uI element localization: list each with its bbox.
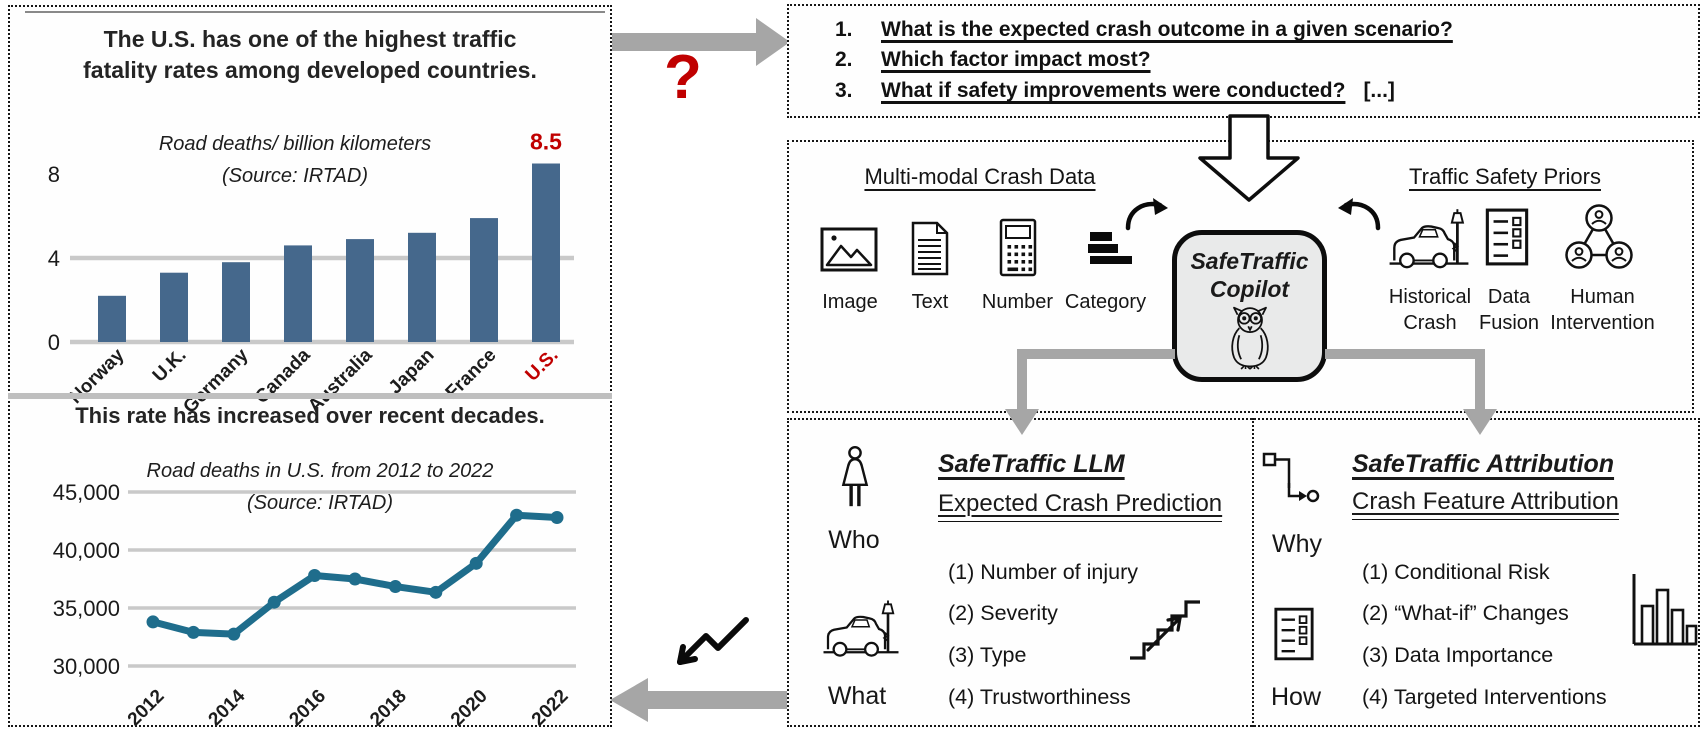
block-down-arrow-icon	[1198, 114, 1300, 202]
why-label: Why	[1272, 530, 1322, 558]
svg-text:0: 0	[48, 330, 60, 355]
svg-text:2022: 2022	[528, 686, 573, 731]
human-network-icon	[1565, 204, 1633, 269]
svg-text:2018: 2018	[366, 686, 411, 731]
question-number: 3.	[835, 79, 853, 102]
bar-chart-icon	[1632, 574, 1698, 646]
svg-text:U.K.: U.K.	[149, 345, 191, 387]
svg-text:U.S.: U.S.	[522, 345, 563, 386]
attribution-item: (3) Data Importance	[1362, 643, 1554, 667]
historical-crash-icon	[1388, 207, 1470, 269]
outputs-box	[787, 418, 1700, 727]
svg-text:40,000: 40,000	[53, 538, 120, 563]
question-mark: ?	[664, 43, 702, 112]
image-icon	[820, 227, 878, 272]
question-number: 1.	[835, 18, 853, 41]
attribution-subtitle: Crash Feature Attribution	[1352, 488, 1619, 520]
line-chart: 30,000 35,000 40,000 45,000 2012 2014 2016 2018…	[53, 480, 576, 731]
attribution-title: SafeTraffic Attribution	[1352, 450, 1615, 478]
data-fusion-icon	[1485, 208, 1529, 266]
llm-subtitle: Expected Crash Prediction	[938, 490, 1223, 522]
prediction-item: (4) Trustworthiness	[948, 685, 1131, 709]
who-label: Who	[828, 526, 880, 554]
attribution-item: (4) Targeted Interventions	[1362, 685, 1607, 709]
attribution-item: (2) “What-if” Changes	[1362, 601, 1569, 625]
what-label: What	[827, 682, 887, 710]
stairs-icon	[1130, 600, 1200, 660]
owl-icon	[1230, 306, 1269, 370]
elbow-arrow-left-icon	[1005, 349, 1175, 435]
what-crash-icon	[822, 599, 900, 657]
curved-arrow-right-icon	[1338, 198, 1381, 231]
llm-title: SafeTraffic LLM	[938, 450, 1125, 478]
svg-text:8: 8	[48, 162, 60, 187]
prediction-item: (1) Number of injury	[948, 560, 1138, 584]
icon-label-text: Text	[911, 291, 949, 313]
question-text: What is the expected crash outcome in a …	[881, 18, 1453, 41]
svg-text:2012: 2012	[124, 686, 169, 731]
right-arrow-icon	[612, 18, 790, 66]
attribution-item: (1) Conditional Risk	[1362, 560, 1550, 584]
elbow-arrow-right-icon	[1325, 349, 1497, 435]
chart-frame-line	[25, 11, 605, 13]
text-document-icon	[911, 221, 949, 276]
question-number: 2.	[835, 48, 853, 71]
prediction-item: (2) Severity	[948, 601, 1058, 625]
icon-label-image: Image	[822, 291, 878, 313]
svg-text:4: 4	[48, 246, 60, 271]
question-text: What if safety improvements were conduct…	[881, 79, 1346, 102]
svg-text:2016: 2016	[285, 686, 330, 731]
ellipsis-text: [...]	[1363, 79, 1395, 102]
copilot-box: SafeTraffic Copilot	[1172, 230, 1327, 382]
icon-label-category: Category	[1064, 291, 1147, 313]
svg-text:35,000: 35,000	[53, 596, 120, 621]
how-label: How	[1270, 683, 1321, 711]
prediction-item: (3) Type	[948, 643, 1027, 667]
category-bars-icon	[1088, 232, 1132, 264]
bar-chart-title: The U.S. has one of the highest traffic …	[83, 26, 537, 83]
outputs-divider	[1252, 418, 1254, 727]
line-chart-title: This rate has increased over recent deca…	[75, 403, 545, 428]
curved-arrow-left-icon	[1125, 198, 1168, 231]
svg-text:2014: 2014	[205, 685, 250, 730]
crash-data-title: Multi-modal Crash Data	[864, 164, 1096, 189]
svg-text:30,000: 30,000	[53, 654, 120, 679]
how-form-icon	[1274, 607, 1314, 661]
left-arrow-icon	[610, 678, 788, 722]
copilot-title: SafeTraffic Copilot	[1190, 248, 1309, 302]
question-text: Which factor impact most?	[881, 48, 1151, 71]
panel-divider	[8, 393, 612, 399]
priors-title: Traffic Safety Priors	[1409, 164, 1601, 189]
bar-chart-subtitle: Road deaths/ billion kilometers (Source:…	[158, 133, 432, 187]
svg-text:Japan: Japan	[385, 345, 439, 399]
causal-flow-icon	[1262, 452, 1320, 503]
svg-text:45,000: 45,000	[53, 480, 120, 505]
svg-text:8.5: 8.5	[530, 129, 562, 155]
svg-text:2020: 2020	[447, 686, 492, 731]
questions-box: 1. What is the expected crash outcome in…	[787, 4, 1700, 118]
icon-label-number: Number	[981, 291, 1054, 313]
line-chart-subtitle: Road deaths in U.S. from 2012 to 2022 (S…	[146, 460, 494, 514]
zigzag-arrow-icon	[677, 617, 749, 665]
calculator-icon	[999, 218, 1037, 277]
person-icon	[841, 445, 869, 507]
